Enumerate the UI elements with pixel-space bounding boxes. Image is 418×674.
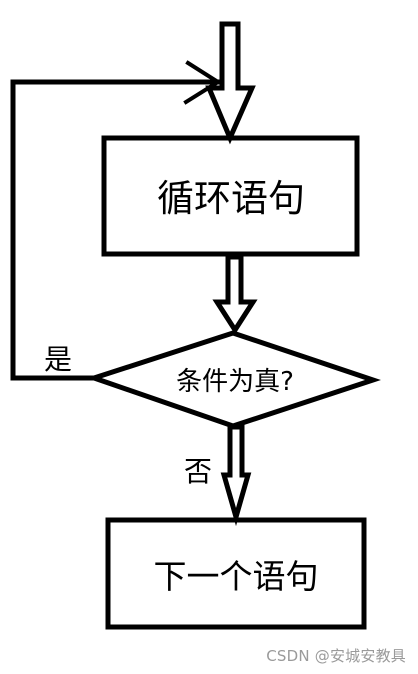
yes-loop-arrowhead — [183, 60, 222, 105]
yes-label: 是 — [44, 343, 72, 376]
loop-to-condition-arrow — [212, 254, 258, 335]
yes-loop-line — [10, 79, 221, 381]
condition-label: 条件为真? — [176, 367, 294, 397]
csdn-watermark: CSDN @安城安教具 — [266, 647, 406, 665]
loop-statement-box — [101, 135, 360, 257]
condition-diamond — [86, 330, 381, 429]
no-label: 否 — [184, 455, 212, 488]
loop-statement-label: 循环语句 — [157, 177, 305, 220]
next-statement-box — [105, 517, 367, 630]
condition-to-next-arrow — [220, 424, 252, 527]
entry-arrow — [205, 21, 256, 145]
next-statement-label: 下一个语句 — [154, 557, 319, 596]
